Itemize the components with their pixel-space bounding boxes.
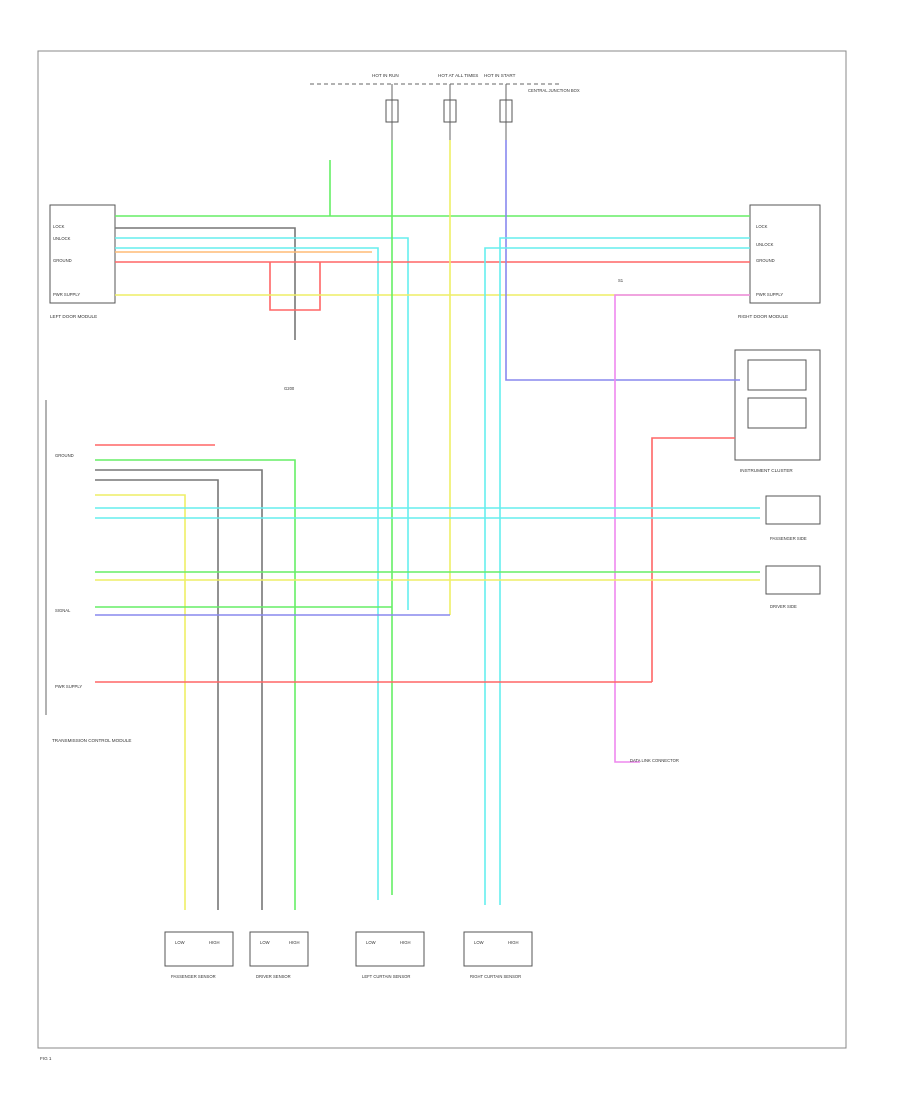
component-name: PASSENGER SENSOR <box>171 974 216 979</box>
wires <box>95 140 760 910</box>
driver-side-label: DRIVER SIDE <box>770 604 797 609</box>
right-door-module: RIGHT DOOR MODULE LOCK UNLOCK GROUND PWR… <box>738 204 821 319</box>
right-pin-ground: GROUND <box>756 258 775 263</box>
wire-red-cluster <box>651 437 735 682</box>
wire-gray-tcm <box>95 469 263 910</box>
wire-gray-1 <box>115 227 296 340</box>
wire-blue-fuse <box>505 140 740 381</box>
fuse-label-1: HOT IN RUN <box>372 73 399 78</box>
component-box <box>164 931 234 967</box>
fuse-note: CENTRAL JUNCTION BOX <box>528 88 580 93</box>
transmission-module: TRANSMISSION CONTROL MODULE GROUND SIGNA… <box>45 400 131 743</box>
wire-yellow-tcm <box>95 494 186 910</box>
component-2: LOW HIGH DRIVER SENSOR <box>249 931 309 979</box>
wire-lt-blue-2 <box>115 247 379 900</box>
instrument-cluster: INSTRUMENT CLUSTER <box>734 349 821 473</box>
component-box <box>463 931 533 967</box>
data-link-connector-label: DATA LINK CONNECTOR <box>630 758 679 763</box>
bottom-components: LOW HIGH PASSENGER SENSOR LOW HIGH DRIVER SEN… <box>164 931 533 979</box>
component-pin-label: HIGH <box>400 940 410 945</box>
ground-g200-label: G200 <box>284 386 295 391</box>
component-pin-label: HIGH <box>289 940 299 945</box>
left-door-module: LEFT DOOR MODULE LOCK UNLOCK GROUND PWR … <box>49 204 116 319</box>
wire-gray-tcm-2 <box>95 479 219 910</box>
passenger-side-label: PASSENGER SIDE <box>770 536 807 541</box>
component-name: RIGHT CURTAIN SENSOR <box>470 974 521 979</box>
wire-lt-blue-1 <box>115 237 409 610</box>
splice-s1-label: S1 <box>618 278 624 283</box>
diagram-frame <box>37 50 847 1049</box>
component-name: DRIVER SENSOR <box>256 974 291 979</box>
left-pin-power: PWR SUPPLY <box>53 292 80 297</box>
instrument-cluster-title: INSTRUMENT CLUSTER <box>740 468 793 473</box>
right-pin-lock: LOCK <box>756 224 768 229</box>
component-box <box>355 931 425 967</box>
component-pin-label: HIGH <box>508 940 518 945</box>
wire-red-drop <box>269 262 321 311</box>
tcm-pin-power: PWR SUPPLY <box>55 684 82 689</box>
left-pin-unlock: UNLOCK <box>53 236 71 241</box>
wire-green-tcm-1 <box>95 459 296 910</box>
component-4: LOW HIGH RIGHT CURTAIN SENSOR <box>463 931 533 979</box>
component-pin-label: LOW <box>175 940 185 945</box>
component-3: LOW HIGH LEFT CURTAIN SENSOR <box>355 931 425 979</box>
tcm-pin-ground: GROUND <box>55 453 74 458</box>
wire-lt-blue-right-2 <box>484 247 750 905</box>
fuse-label-2: HOT AT ALL TIMES <box>438 73 478 78</box>
fuse-area: HOT IN RUN HOT AT ALL TIMES HOT IN START… <box>310 73 580 140</box>
tcm-pin-signal: SIGNAL <box>55 608 71 613</box>
transmission-module-title: TRANSMISSION CONTROL MODULE <box>52 738 131 743</box>
component-pin-label: LOW <box>474 940 484 945</box>
component-pin-label: LOW <box>260 940 270 945</box>
component-1: LOW HIGH PASSENGER SENSOR <box>164 931 234 979</box>
right-pin-unlock: UNLOCK <box>756 242 774 247</box>
left-pin-ground: GROUND <box>53 258 72 263</box>
component-pin-label: HIGH <box>209 940 219 945</box>
right-door-module-title: RIGHT DOOR MODULE <box>738 314 788 319</box>
left-door-module-title: LEFT DOOR MODULE <box>50 314 97 319</box>
component-pin-label: LOW <box>366 940 376 945</box>
right-pin-power: PWR SUPPLY <box>756 292 783 297</box>
figure-reference: FIG 1 <box>40 1056 52 1061</box>
component-name: LEFT CURTAIN SENSOR <box>362 974 410 979</box>
wire-pink <box>614 294 750 763</box>
right-side-connectors: PASSENGER SIDE DRIVER SIDE <box>765 495 821 609</box>
fuse-label-3: HOT IN START <box>484 73 516 78</box>
left-pin-lock: LOCK <box>53 224 65 229</box>
component-box <box>249 931 309 967</box>
